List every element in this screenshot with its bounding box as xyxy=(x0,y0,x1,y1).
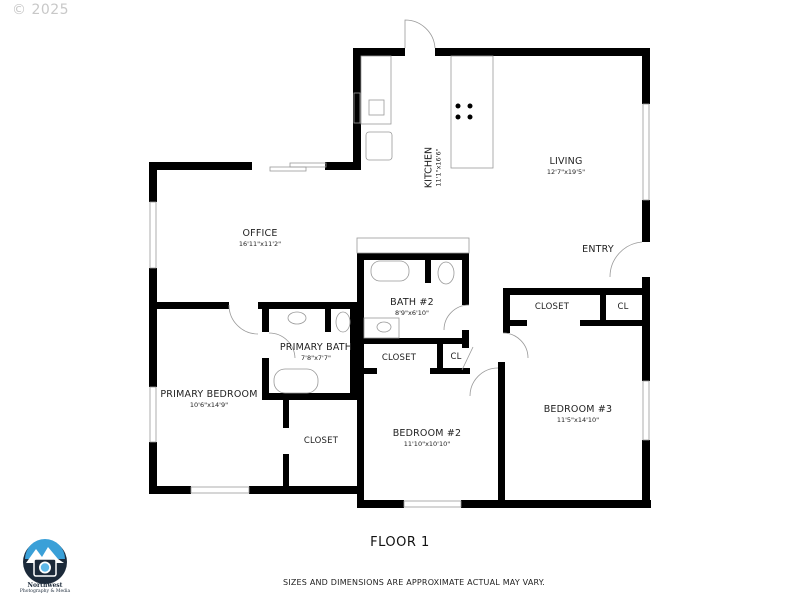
room-label-hall-closet: CLOSET xyxy=(534,302,570,312)
room-label-primary-bedroom: PRIMARY BEDROOM 10'6"x14'9" xyxy=(160,389,258,409)
camera-mountain-logo-icon xyxy=(23,539,67,584)
logo-name: Northwest xyxy=(27,582,63,589)
copyright-text: © 2025 xyxy=(12,2,70,18)
room-label-office: OFFICE 16'11"x11'2" xyxy=(238,228,282,248)
room-label-primary-bath: PRIMARY BATH 7'8"x7'7" xyxy=(279,342,353,362)
room-label-primary-closet: CLOSET xyxy=(303,436,339,446)
room-label-bath-2: BATH #2 8'9"x6'10" xyxy=(390,297,434,317)
fixtures xyxy=(149,19,650,508)
walls xyxy=(149,48,651,508)
logo-subtitle: Photography & Media xyxy=(19,589,71,594)
room-label-bedroom-2: BEDROOM #2 11'10"x10'10" xyxy=(392,428,462,448)
room-label-kitchen: KITCHEN 11'1"x16'6" xyxy=(423,146,443,189)
stove-burners-icon xyxy=(455,103,473,120)
room-label-bedroom-3: BEDROOM #3 11'5"x14'10" xyxy=(543,404,613,424)
room-label-living: LIVING 12'7"x19'5" xyxy=(546,156,586,176)
room-label-entry: ENTRY xyxy=(582,244,614,255)
disclaimer-text: SIZES AND DIMENSIONS ARE APPROXIMATE ACT… xyxy=(283,578,545,587)
floor-title: FLOOR 1 xyxy=(370,535,430,550)
room-label-bed2-closet: CLOSET xyxy=(381,353,417,363)
room-label-entry-cl: CL xyxy=(617,302,629,312)
room-label-bed2-cl: CL xyxy=(450,352,462,362)
